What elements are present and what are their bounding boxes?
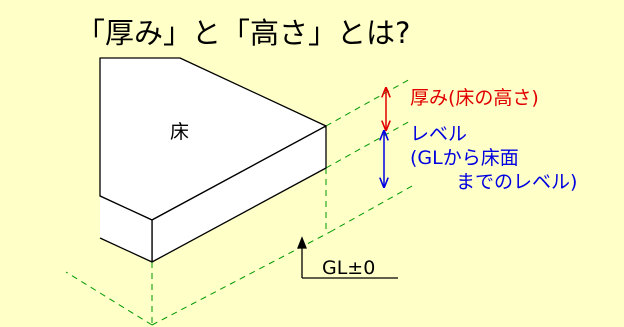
gl-label: GL±0 — [322, 257, 375, 279]
level-label-line3: までのレベル) — [456, 171, 577, 193]
floor-slab — [99, 57, 327, 263]
slab-front-bottom-edge — [99, 237, 153, 263]
gl-indicator — [297, 236, 398, 279]
slab-front-face — [100, 196, 152, 262]
guide-floor-edge — [325, 119, 413, 169]
level-label-line1: レベル — [410, 123, 467, 145]
floor-label: 床 — [170, 121, 189, 143]
thickness-label: 厚み(床の高さ) — [410, 87, 539, 109]
gl-indicator-arrowhead — [297, 236, 307, 249]
guide-ground-edge — [329, 185, 413, 233]
guide-top-edge — [325, 77, 413, 127]
guide-ground-left — [65, 271, 153, 326]
diagram-title: 「厚み」と「高さ」とは? — [76, 16, 410, 50]
slab-front-top-edge — [99, 195, 153, 221]
level-label-line2: (GLから床面 — [410, 147, 519, 169]
